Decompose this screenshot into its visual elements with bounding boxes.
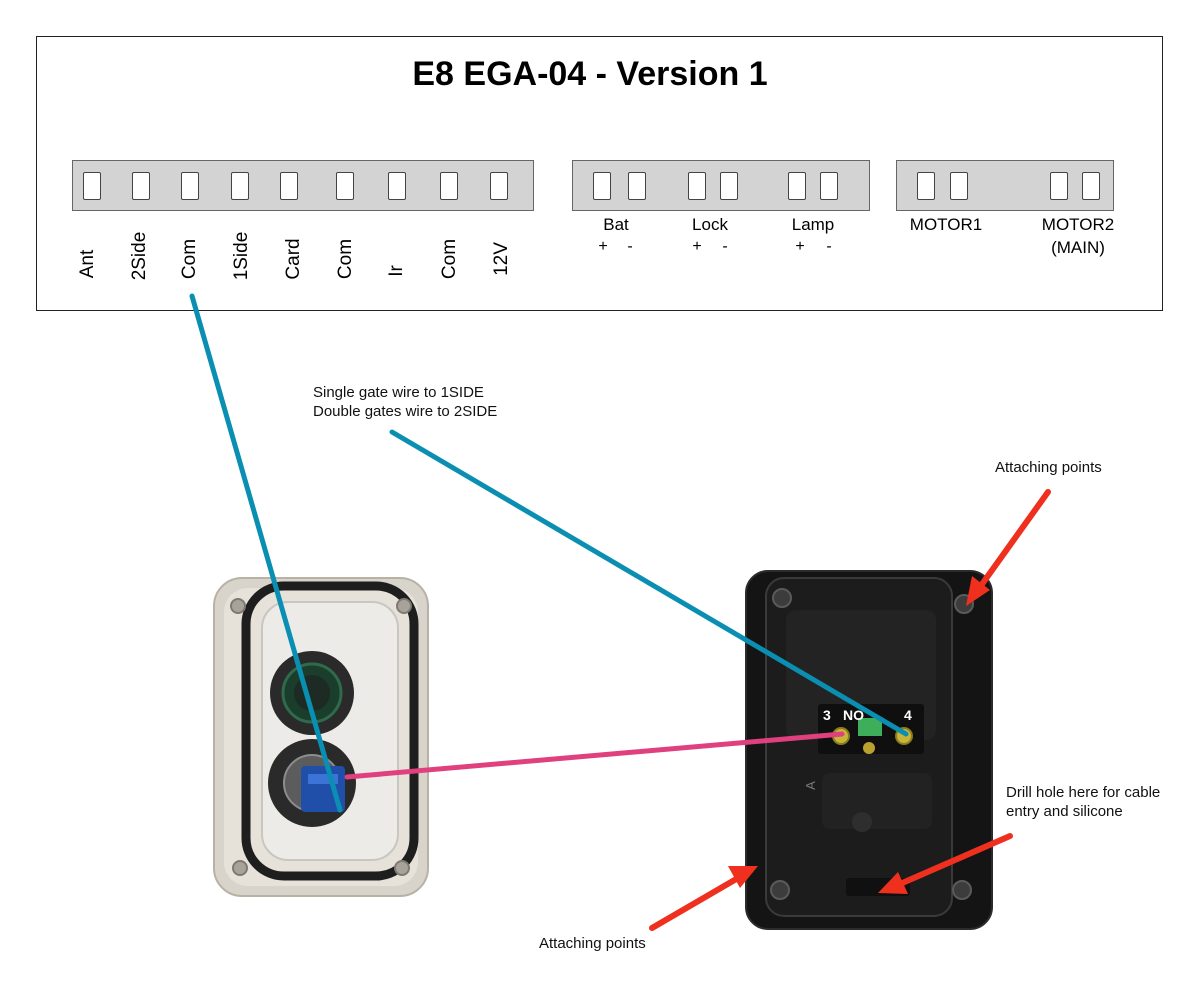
label-lamp: Lamp bbox=[791, 215, 835, 234]
switch-housing bbox=[745, 570, 993, 930]
wire-com-to-button bbox=[189, 293, 343, 813]
label-lamp-minus: - bbox=[826, 238, 832, 255]
terminal-1side bbox=[231, 172, 249, 200]
terminal-com-1 bbox=[181, 172, 199, 200]
terminal-motor2-b bbox=[1082, 172, 1100, 200]
switch-terminal-3: 3 bbox=[823, 707, 831, 723]
terminal-12v bbox=[490, 172, 508, 200]
arrow-attach-top bbox=[966, 489, 1051, 606]
switch-terminal-4: 4 bbox=[904, 707, 912, 723]
arrow-drill-hole bbox=[878, 833, 1013, 894]
board-title: E8 EGA-04 - Version 1 bbox=[412, 55, 768, 93]
switch-side-mark: A bbox=[802, 781, 818, 790]
note-drill-line2: entry and silicone bbox=[1006, 803, 1123, 820]
terminal-ant bbox=[83, 172, 101, 200]
note-gate-wire-line1: Single gate wire to 1SIDE bbox=[313, 384, 484, 401]
note-gate-wire: Single gate wire to 1SIDE Double gates w… bbox=[313, 383, 497, 421]
terminal-bat-plus bbox=[593, 172, 611, 200]
label-lock: Lock bbox=[692, 215, 728, 234]
switch-mode-no: NO bbox=[843, 707, 864, 723]
controller-board: E8 EGA-04 - Version 1 bbox=[36, 36, 1163, 311]
terminal-com-2 bbox=[336, 172, 354, 200]
terminal-card bbox=[280, 172, 298, 200]
label-motor1: MOTOR1 bbox=[909, 215, 983, 234]
wire-button-to-switch bbox=[344, 731, 845, 780]
terminal-ir bbox=[388, 172, 406, 200]
arrow-attach-bottom bbox=[649, 866, 758, 931]
label-lamp-plus: + bbox=[795, 238, 805, 255]
label-lock-minus: - bbox=[722, 238, 728, 255]
terminal-com-3 bbox=[440, 172, 458, 200]
label-motor2: MOTOR2 bbox=[1041, 215, 1115, 234]
wire-side-to-switch bbox=[389, 429, 909, 737]
note-drill-hole: Drill hole here for cable entry and sili… bbox=[1006, 783, 1160, 821]
note-drill-line1: Drill hole here for cable bbox=[1006, 784, 1161, 801]
terminal-bat-minus bbox=[628, 172, 646, 200]
label-bat-minus: - bbox=[627, 238, 633, 255]
note-attach-top: Attaching points bbox=[995, 459, 1102, 476]
terminal-lock-plus bbox=[688, 172, 706, 200]
label-bat-plus: + bbox=[598, 238, 608, 255]
terminal-lock-minus bbox=[720, 172, 738, 200]
terminal-motor2-a bbox=[1050, 172, 1068, 200]
label-lock-plus: + bbox=[692, 238, 702, 255]
label-bat: Bat bbox=[603, 215, 629, 234]
terminal-motor1-a bbox=[917, 172, 935, 200]
label-motor2-sub: (MAIN) bbox=[1051, 238, 1105, 257]
note-attach-bottom: Attaching points bbox=[539, 935, 646, 952]
terminal-lamp-minus bbox=[820, 172, 838, 200]
note-gate-wire-line2: Double gates wire to 2SIDE bbox=[313, 403, 498, 420]
terminal-motor1-b bbox=[950, 172, 968, 200]
terminal-2side bbox=[132, 172, 150, 200]
terminal-lamp-plus bbox=[788, 172, 806, 200]
